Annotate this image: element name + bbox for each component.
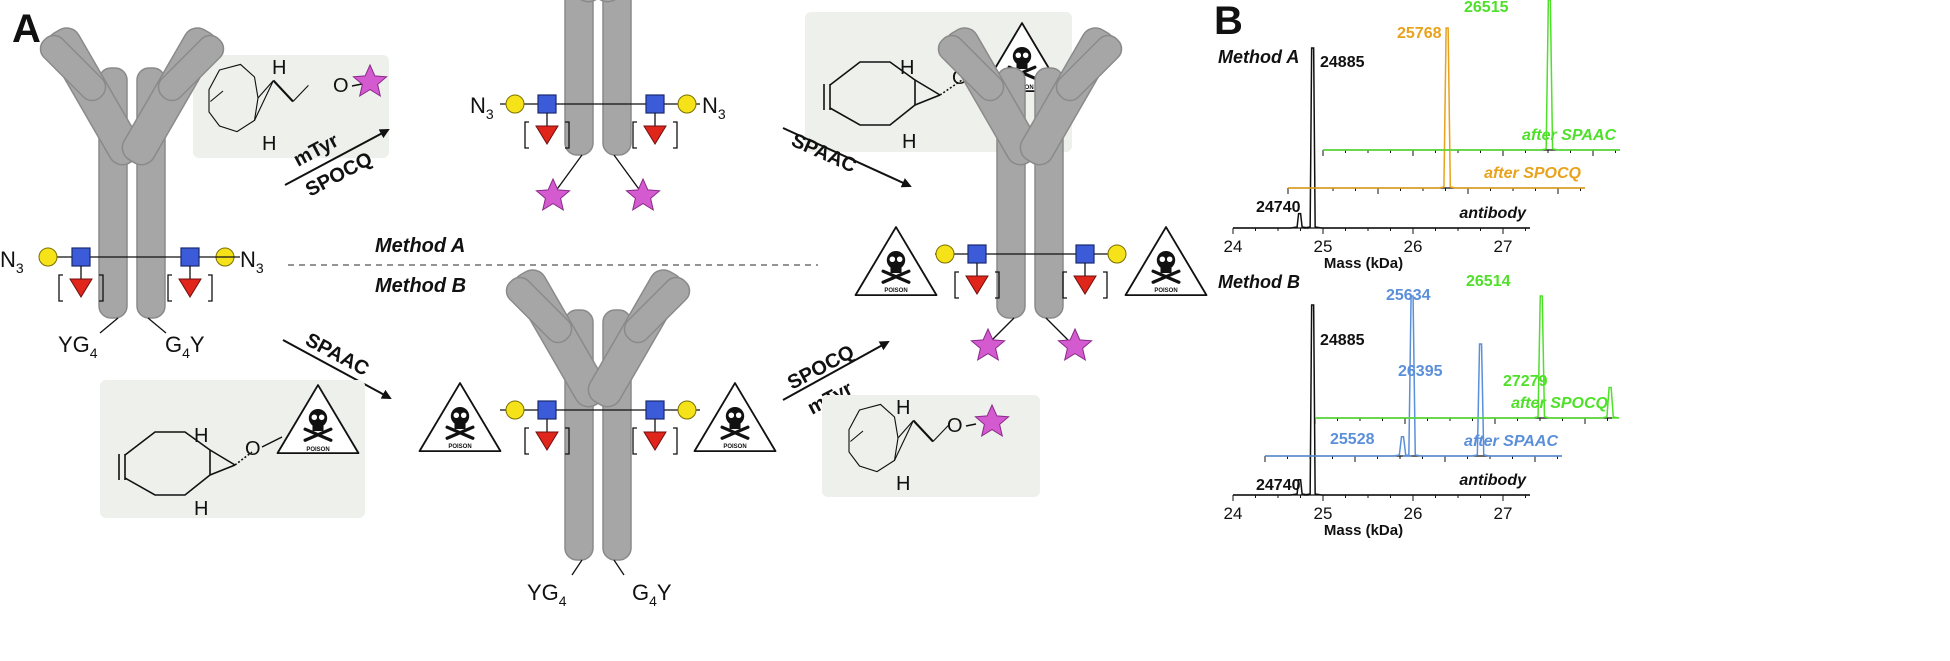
method-b-label: Method B (375, 275, 466, 297)
axis-tick-label: 27 (1494, 504, 1513, 523)
reagent-box-alkene-star (193, 55, 389, 158)
bicyclononyne-structure-b (118, 431, 253, 496)
axis-tick-label: 26 (1404, 237, 1423, 256)
spectrum-a-title: Method A (1218, 47, 1299, 67)
glycan-square-triangle (58, 247, 104, 302)
oxygen-label-4: O (947, 415, 963, 437)
reagent-box-alkyne-poison-b (100, 380, 365, 518)
glycan-square-triangle (632, 400, 678, 455)
poison-payload (692, 381, 778, 453)
bicyclononyne-structure-a (823, 61, 963, 126)
axis-label-mass: Mass (kDa) (1324, 255, 1403, 272)
trace-label: antibody (1459, 205, 1527, 222)
poison-payload (853, 225, 939, 297)
trace-label: after SPOCQ (1511, 395, 1608, 412)
peak-label: 25528 (1330, 431, 1375, 448)
glycan-circle (38, 247, 58, 267)
arrow-method-a-step2 (782, 127, 912, 188)
oxygen-label-3: O (245, 438, 261, 460)
oxygen-label-1: O (333, 75, 349, 97)
poison-label: POISON (723, 444, 746, 450)
spectrum-trace (1265, 295, 1562, 457)
axis-tick-label: 25 (1314, 504, 1333, 523)
yg4-label-b: YG4 (527, 580, 567, 609)
panel-label-a: A (12, 7, 41, 51)
h-label-3: H (900, 57, 914, 79)
g4y-label-b: G4Y (632, 580, 672, 609)
antibody-intermediate-a (500, 0, 696, 156)
azide-label-right: N3 (240, 247, 264, 276)
peak-label: 26515 (1464, 0, 1509, 16)
trace-label: after SPAAC (1522, 127, 1616, 144)
h-label-5: H (194, 425, 208, 447)
star-payload (625, 178, 661, 211)
star-payload (970, 328, 1006, 361)
azide-label: N3 (470, 93, 494, 122)
spectrum-trace (1323, 0, 1620, 151)
azide-label-left: N3 (0, 247, 24, 276)
antibody-start (34, 22, 230, 319)
h-label-4: H (902, 131, 916, 153)
axis-tick-label: 27 (1494, 237, 1513, 256)
peak-label: 27279 (1503, 373, 1548, 390)
spectrum-trace (1233, 47, 1530, 229)
azide-label: N3 (702, 93, 726, 122)
poison-label: POISON (306, 447, 329, 453)
peak-label: 24740 (1256, 477, 1301, 494)
reagent-box-alkene-star-b (822, 395, 1040, 497)
glycan-square-triangle (954, 244, 1000, 299)
glycan-square-triangle (524, 400, 570, 455)
spectrum-trace (1288, 27, 1585, 189)
poison-label: POISON (884, 288, 907, 294)
spectrum-b-title: Method B (1218, 272, 1300, 292)
peak-label: 24885 (1320, 54, 1365, 71)
peak-label: 24740 (1256, 199, 1301, 216)
trace-label: after SPOCQ (1484, 165, 1581, 182)
axis-tick-label: 26 (1404, 504, 1423, 523)
glycan-square-triangle (632, 94, 678, 149)
axis-tick-label: 24 (1224, 504, 1243, 523)
h-label-2: H (262, 133, 276, 155)
glycan-square-triangle (1062, 244, 1108, 299)
method-a-label: Method A (375, 235, 465, 257)
peak-label: 26514 (1466, 273, 1511, 290)
h-label-7: H (896, 397, 910, 419)
glycan-square-triangle (524, 94, 570, 149)
poison-label: POISON (1154, 288, 1177, 294)
h-label-8: H (896, 473, 910, 495)
poison-payload (1123, 225, 1209, 297)
spectrum-trace (1233, 304, 1530, 496)
peak-label: 25634 (1386, 287, 1431, 304)
star-payload (1057, 328, 1093, 361)
panel-label-b: B (1214, 0, 1243, 43)
peak-label: 26395 (1398, 363, 1443, 380)
star-payload (535, 178, 571, 211)
arrow-method-b-step1 (282, 339, 392, 399)
antibody-intermediate-b (500, 264, 696, 561)
arrow-method-b-step2 (782, 341, 890, 401)
h-label-6: H (194, 498, 208, 520)
yg4-label: YG4 (58, 332, 98, 361)
trace-label: after SPAAC (1464, 433, 1558, 450)
peak-label: 25768 (1397, 25, 1442, 42)
spectrum-trace (1315, 295, 1620, 419)
axis-label-mass: Mass (kDa) (1324, 522, 1403, 539)
axis-tick-label: 25 (1314, 237, 1333, 256)
poison-payload (417, 381, 503, 453)
g4y-label: G4Y (165, 332, 205, 361)
glycan-square-triangle (167, 247, 213, 302)
poison-label: POISON (448, 444, 471, 450)
trace-label: antibody (1459, 472, 1527, 489)
axis-tick-label: 24 (1224, 237, 1243, 256)
peak-label: 24885 (1320, 332, 1365, 349)
arrow-method-a-step1 (284, 129, 390, 186)
h-label-1: H (272, 57, 286, 79)
